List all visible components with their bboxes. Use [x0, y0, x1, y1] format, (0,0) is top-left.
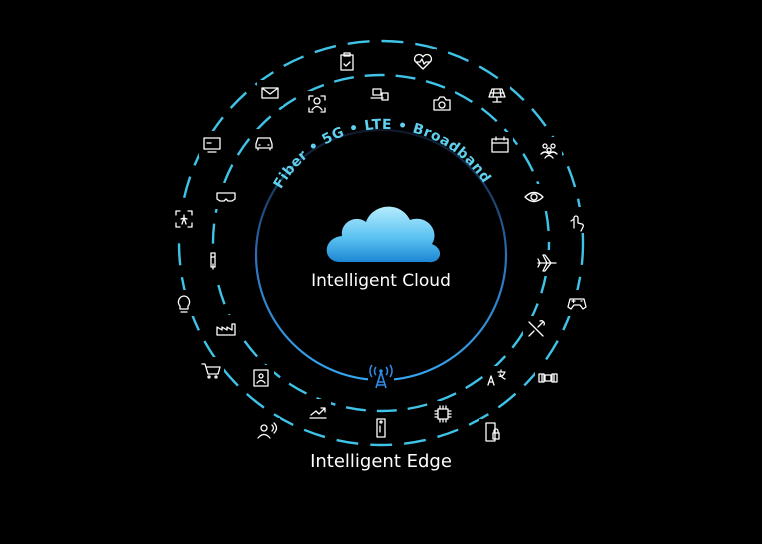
calendar-icon — [491, 136, 509, 153]
cell-tower-icon — [368, 364, 394, 392]
touch-icon-backdrop — [564, 207, 590, 233]
gamepad-icon — [567, 298, 587, 310]
cart-icon — [201, 363, 221, 379]
cloud-icon — [326, 206, 441, 263]
user-frame-icon — [308, 95, 326, 113]
camera-icon-backdrop — [429, 91, 455, 117]
heart-pulse-icon — [413, 53, 433, 70]
smart-display-icon-backdrop — [199, 131, 225, 157]
chip-icon-backdrop — [430, 401, 456, 427]
voice-user-icon — [257, 422, 278, 439]
eye-icon — [524, 191, 544, 203]
tools-icon — [528, 320, 545, 337]
laptop-network-icon — [370, 88, 389, 101]
gamepad-icon-backdrop — [564, 290, 590, 316]
lightbulb-icon — [177, 295, 191, 313]
bottom-label: Intelligent Edge — [310, 451, 452, 472]
touch-icon — [570, 215, 584, 232]
cart-icon-backdrop — [198, 357, 224, 383]
secure-phone-icon — [485, 422, 500, 442]
translate-icon — [487, 369, 506, 386]
team-icon-backdrop — [536, 137, 562, 163]
airplane-icon — [537, 254, 557, 272]
trend-arrow-icon — [309, 407, 327, 419]
center-label: Intelligent Cloud — [311, 271, 451, 291]
solar-panel-icon — [488, 88, 506, 103]
id-card-icon — [253, 369, 269, 387]
chip-icon — [434, 405, 452, 423]
middle-ring — [211, 73, 551, 413]
mail-icon — [261, 87, 279, 99]
thermostat-icon — [210, 252, 216, 270]
trend-arrow-icon-backdrop — [305, 399, 331, 425]
car-icon-backdrop — [251, 129, 277, 155]
vr-headset-icon — [216, 192, 236, 202]
factory-icon — [216, 323, 236, 336]
connectivity-label: Fiber • 5G • LTE • Broadband — [271, 117, 494, 192]
accessibility-icon — [175, 210, 193, 228]
camera-icon — [433, 96, 451, 111]
satellite-icon — [538, 373, 558, 383]
calendar-icon-backdrop — [487, 132, 513, 158]
outer-ring — [177, 39, 585, 447]
car-icon — [255, 137, 273, 151]
solar-panel-icon-backdrop — [484, 82, 510, 108]
smart-display-icon — [203, 137, 221, 153]
remote-icon — [376, 418, 386, 438]
clipboard-check-icon — [340, 52, 354, 71]
team-icon — [540, 143, 558, 159]
mail-icon-backdrop — [257, 80, 283, 106]
